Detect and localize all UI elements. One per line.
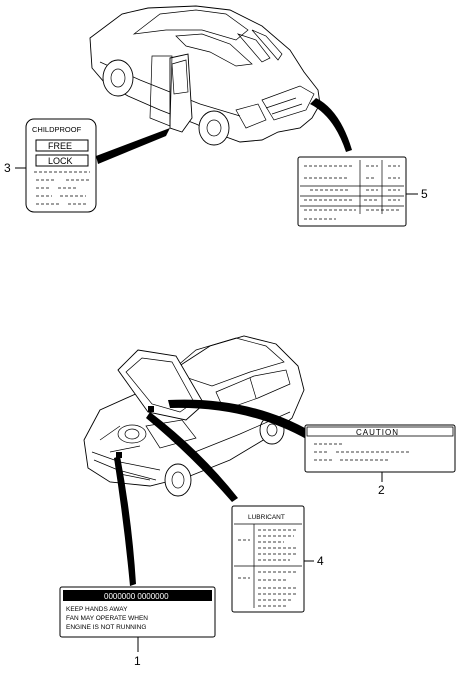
label-4-title: LUBRICANT <box>248 514 285 521</box>
callout-4: 4 <box>317 554 324 568</box>
leader-label-5 <box>310 98 352 152</box>
label-3-free: FREE <box>48 141 72 151</box>
callout-2: 2 <box>378 483 385 497</box>
label-2-caution: CAUTION <box>304 424 456 473</box>
leader-label-1 <box>114 456 136 586</box>
top-car-illustration <box>89 5 321 146</box>
leader-label-2 <box>168 399 312 440</box>
bottom-car-illustration <box>83 335 305 497</box>
label-3-title: CHILDPROOF <box>32 125 82 134</box>
label-4-lubricant: LUBRICANT <box>231 505 305 613</box>
label-3-childproof: CHILDPROOF FREE LOCK <box>25 118 97 213</box>
label-3-lock: LOCK <box>48 156 73 166</box>
label-1-line-2: FAN MAY OPERATE WHEN <box>66 615 148 622</box>
label-2-title: CAUTION <box>356 428 399 437</box>
label-5 <box>297 156 407 227</box>
leader-label-3 <box>96 128 170 164</box>
label-1-line-1: KEEP HANDS AWAY <box>66 606 128 613</box>
leader-label-4 <box>146 412 238 502</box>
callout-1: 1 <box>134 654 141 668</box>
callout-5: 5 <box>421 187 428 201</box>
callout-3: 3 <box>4 161 11 175</box>
label-1-line-3: ENGINE IS NOT RUNNING <box>66 624 146 631</box>
label-1-header: 0000000 0000000 <box>104 592 169 601</box>
label-1-fan-warning: 0000000 0000000 KEEP HANDS AWAY FAN MAY … <box>59 586 216 638</box>
